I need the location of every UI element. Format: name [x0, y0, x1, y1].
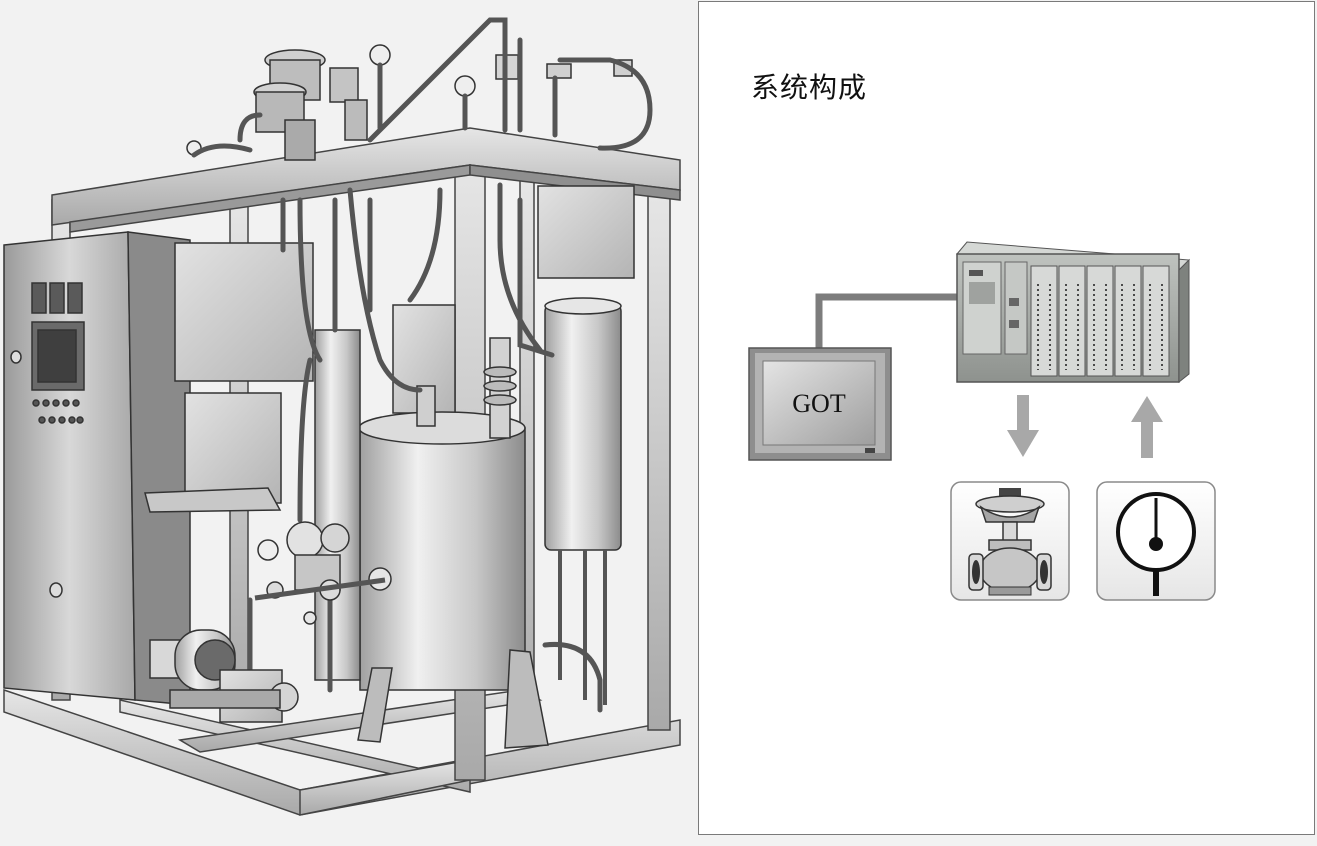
plc-rack[interactable] — [955, 241, 1191, 384]
pump-motor — [149, 629, 299, 723]
top-valves — [186, 44, 633, 161]
rear-tank — [314, 329, 361, 681]
base-frame — [3, 688, 681, 816]
control-cabinet — [3, 231, 191, 706]
transmitter-assembly — [254, 521, 392, 625]
support-stands — [357, 649, 549, 749]
top-frame — [51, 127, 681, 233]
got-display[interactable]: GOT — [748, 347, 892, 461]
equipment-boxes — [144, 185, 635, 513]
main-tank — [358, 337, 526, 691]
got-label: GOT — [792, 389, 846, 418]
piping — [191, 17, 653, 713]
cylinder-vessel — [544, 297, 622, 705]
io-modules — [1030, 265, 1170, 377]
system-configuration-diagram: GOT — [748, 241, 1216, 601]
panel-title: 系统构成 — [751, 71, 868, 104]
process-equipment-illustration — [3, 17, 681, 816]
input-arrow-up — [1131, 396, 1163, 458]
system-configuration-panel: 系统构成 GOT — [698, 1, 1315, 835]
io-terminals — [1037, 284, 1163, 370]
got-plc-link — [815, 293, 957, 348]
output-arrow-down — [1007, 395, 1039, 457]
control-valve-icon[interactable] — [950, 481, 1070, 601]
temperature-sensor-icon[interactable] — [1096, 481, 1216, 601]
